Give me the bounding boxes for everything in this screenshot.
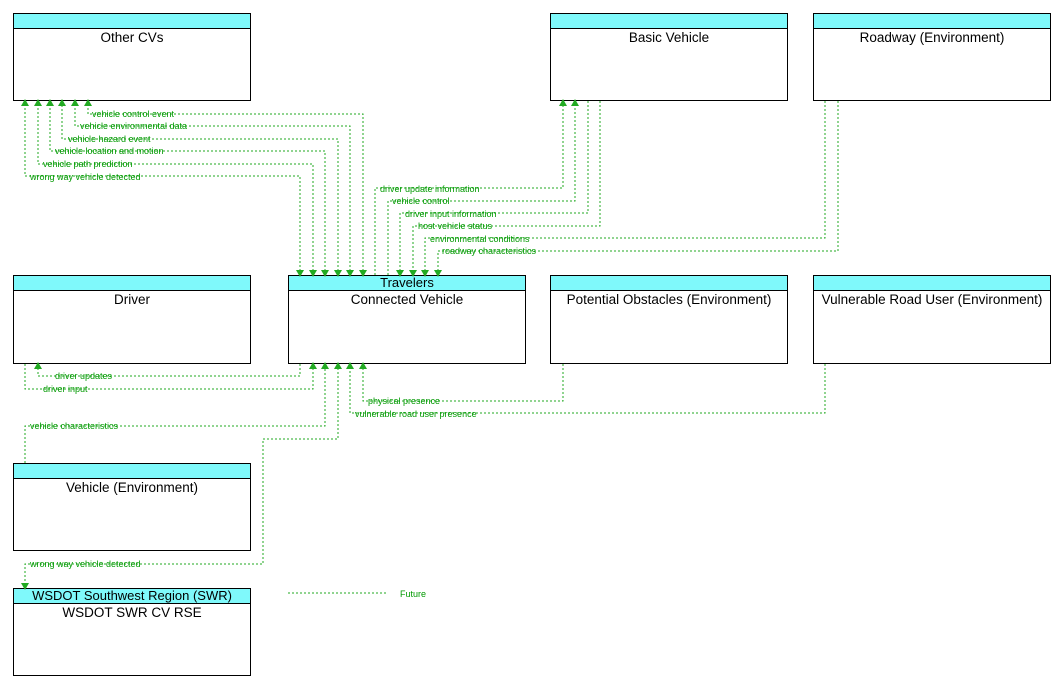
flow-label: physical presence [368, 396, 440, 406]
legend-label: Future [400, 589, 426, 599]
flow-vulnerable-road-user-presence[interactable]: vulnerable road user presence [346, 362, 826, 419]
potential-obstacles-header [551, 276, 787, 291]
vulnerable-road-user-box[interactable]: Vulnerable Road User (Environment) [813, 275, 1051, 364]
roadway-environment-box[interactable]: Roadway (Environment) [813, 13, 1051, 101]
flow-driver-update-information[interactable]: driver update information [374, 99, 567, 275]
flow-label: vehicle characteristics [30, 421, 119, 431]
flow-label: wrong way vehicle detected [29, 172, 141, 182]
flow-driver-input-information[interactable]: driver input information [396, 101, 589, 277]
flow-label: driver updates [55, 371, 113, 381]
flow-label: driver input [43, 384, 88, 394]
basic-vehicle-title: Basic Vehicle [628, 30, 710, 45]
flow-vehicle-characteristics[interactable]: vehicle characteristics [24, 362, 329, 463]
flow-label: vehicle environmental data [80, 121, 187, 131]
flow-driver-input[interactable]: driver input [24, 362, 317, 394]
flow-label: vehicle control [392, 196, 450, 206]
flow-physical-presence[interactable]: physical presence [359, 362, 564, 406]
wsdot-swr-cv-rse-box[interactable]: WSDOT Southwest Region (SWR) WSDOT SWR C… [13, 588, 251, 676]
roadway-environment-title: Roadway (Environment) [859, 30, 1005, 45]
flow-label: vehicle path prediction [43, 159, 133, 169]
flow-label: host vehicle status [418, 221, 493, 231]
flow-label: vehicle location and motion [55, 146, 164, 156]
flow-wrong-way-vehicle-detected[interactable]: wrong way vehicle detected [21, 99, 301, 275]
flow-environmental-conditions[interactable]: environmental conditions [421, 101, 826, 277]
vehicle-environment-box[interactable]: Vehicle (Environment) [13, 463, 251, 551]
basic-vehicle-header [551, 14, 787, 29]
flow-roadway-characteristics[interactable]: roadway characteristics [434, 101, 839, 277]
flow-vehicle-hazard-event[interactable]: vehicle hazard event [58, 99, 339, 275]
driver-box[interactable]: Driver [13, 275, 251, 364]
flow-vehicle-environmental-data[interactable]: vehicle environmental data [71, 99, 351, 275]
legend: Future [288, 589, 426, 599]
flow-vehicle-control-event[interactable]: vehicle control event [84, 99, 364, 275]
wsdot-swr-group-header: WSDOT Southwest Region (SWR) [14, 589, 250, 604]
roadway-environment-header [814, 14, 1050, 29]
other-cvs-title: Other CVs [100, 30, 164, 45]
flow-label: driver update information [380, 184, 480, 194]
vulnerable-road-user-header [814, 276, 1050, 291]
connected-vehicle-title: Connected Vehicle [350, 292, 464, 307]
basic-vehicle-box[interactable]: Basic Vehicle [550, 13, 788, 101]
vehicle-environment-header [14, 464, 250, 479]
flow-label: roadway characteristics [442, 246, 537, 256]
flow-label: vulnerable road user presence [355, 409, 477, 419]
other-cvs-header [14, 14, 250, 29]
potential-obstacles-box[interactable]: Potential Obstacles (Environment) [550, 275, 788, 364]
vulnerable-road-user-title: Vulnerable Road User (Environment) [821, 292, 1043, 307]
driver-title: Driver [114, 292, 150, 307]
flow-label: vehicle hazard event [68, 134, 151, 144]
flow-label: driver input information [405, 209, 497, 219]
flow-label: vehicle control event [92, 109, 175, 119]
flow-vehicle-control[interactable]: vehicle control [387, 99, 579, 275]
other-cvs-box[interactable]: Other CVs [13, 13, 251, 101]
flow-host-vehicle-status[interactable]: host vehicle status [409, 101, 601, 277]
flow-label: environmental conditions [430, 234, 530, 244]
connected-vehicle-box[interactable]: Travelers Connected Vehicle [288, 275, 526, 364]
flow-vehicle-path-prediction[interactable]: vehicle path prediction [34, 99, 314, 275]
connected-vehicle-group-header: Travelers [289, 276, 525, 291]
vehicle-environment-title: Vehicle (Environment) [65, 480, 199, 495]
driver-header [14, 276, 250, 291]
flow-wrong-way-vehicle-detected-rse[interactable]: wrong way vehicle detected [21, 362, 342, 590]
wsdot-swr-cv-rse-title: WSDOT SWR CV RSE [62, 605, 202, 620]
flow-label: wrong way vehicle detected [29, 559, 141, 569]
flow-vehicle-location-and-motion[interactable]: vehicle location and motion [46, 99, 326, 275]
potential-obstacles-title: Potential Obstacles (Environment) [566, 292, 772, 307]
flow-driver-updates[interactable]: driver updates [34, 362, 301, 381]
